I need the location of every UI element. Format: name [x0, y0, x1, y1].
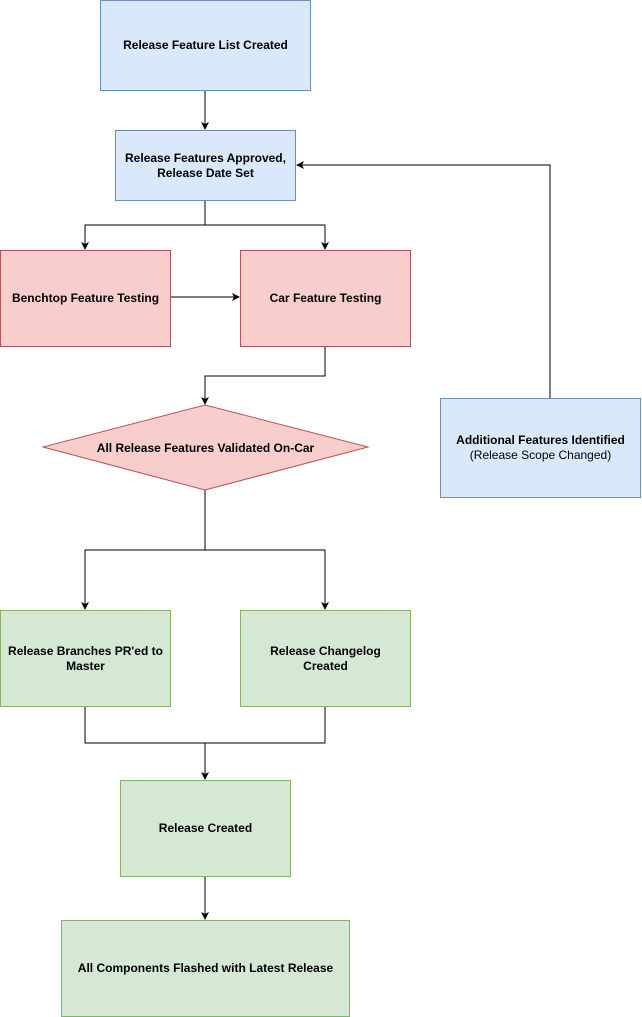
node-benchtop-testing: Benchtop Feature Testing — [0, 250, 171, 347]
node-branches-label: Release Branches PR'ed to Master — [8, 643, 163, 673]
node-release-created: Release Created — [120, 780, 291, 877]
edge-changelog-to-release — [205, 706, 326, 744]
edge-approved-to-car-testing — [205, 224, 329, 250]
edge-car-testing-to-validated — [201, 346, 326, 405]
node-changelog-label: Release Changelog Created — [270, 643, 381, 673]
node-release-branches: Release Branches PR'ed to Master — [0, 610, 171, 707]
node-release-changelog: Release Changelog Created — [240, 610, 411, 707]
node-validated-label: All Release Features Validated On-Car — [96, 440, 315, 455]
node-additional-subtitle: (Release Scope Changed) — [469, 448, 612, 462]
node-components-flashed: All Components Flashed with Latest Relea… — [61, 920, 350, 1017]
edge-validated-to-branches — [81, 490, 206, 610]
node-additional-title: Additional Features Identified — [456, 433, 625, 447]
node-approved-label-line1: Release Features Approved, — [125, 150, 286, 165]
node-approved-label-line2: Release Date Set — [157, 165, 254, 180]
node-car-testing-label: Car Feature Testing — [269, 291, 382, 305]
edge-approved-to-benchtop — [81, 200, 206, 250]
node-release-created-label: Release Created — [158, 821, 253, 835]
edge-validated-to-changelog — [205, 549, 329, 610]
node-feature-list-created: Release Feature List Created — [100, 0, 311, 91]
node-features-approved: Release Features Approved, Release Date … — [115, 130, 296, 201]
node-flashed-label: All Components Flashed with Latest Relea… — [77, 961, 334, 975]
node-feature-list-label: Release Feature List Created — [123, 38, 288, 52]
validated-diamond — [41, 404, 370, 491]
edge-additional-to-approved — [296, 161, 551, 398]
edge-branches-to-release — [84, 706, 209, 780]
node-additional-features: Additional Features Identified (Release … — [440, 398, 641, 498]
node-car-testing: Car Feature Testing — [240, 250, 411, 347]
node-benchtop-label: Benchtop Feature Testing — [11, 291, 160, 305]
